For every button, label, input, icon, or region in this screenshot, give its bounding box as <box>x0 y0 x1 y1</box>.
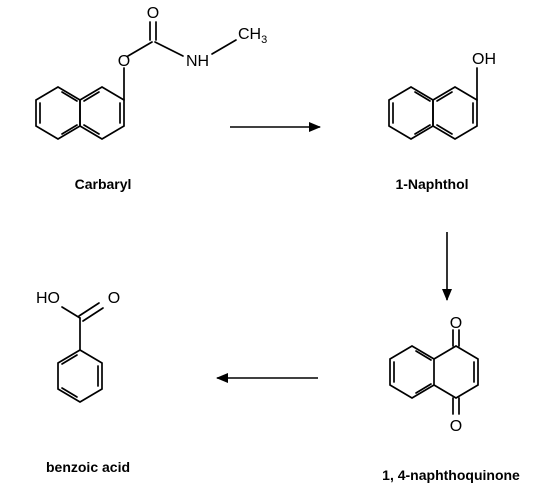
naphthol-label: 1-Naphthol <box>395 176 468 192</box>
benzoic-carbonyl-oxygen: O <box>108 290 120 307</box>
carbaryl-methyl-ch: CH <box>238 26 261 43</box>
benzoic-acid-benzene-ring <box>57 349 103 403</box>
carbaryl-carbonyl-oxygen: O <box>147 5 159 22</box>
carbaryl-nh-group: NH <box>186 53 209 70</box>
carbaryl-n-ch3-bond <box>211 39 237 55</box>
carbaryl-structure: O O NH CH3 <box>35 5 267 140</box>
carbaryl-ester-oxygen: O <box>118 53 130 70</box>
benzoic-c-o-double-bond-b <box>82 307 104 322</box>
carbaryl-c-n-bond <box>154 41 184 57</box>
benzoic-hydroxyl-group: HO <box>36 290 60 307</box>
carbaryl-naphthalene-ring <box>35 86 125 140</box>
naphthoquinone-structure: O O <box>389 315 479 435</box>
naphthoquinone-top-oxygen: O <box>450 315 462 332</box>
naphthol-structure: OH <box>388 51 496 140</box>
benzoic-acid-label: benzoic acid <box>46 459 130 475</box>
benzoic-c-oh-bond <box>61 306 81 319</box>
naphthoquinone-ring-system <box>389 345 479 399</box>
carbaryl-methyl-subscript: 3 <box>261 34 267 46</box>
naphthoquinone-label: 1, 4-naphthoquinone <box>382 467 520 483</box>
naphthol-hydroxyl-group: OH <box>472 51 496 68</box>
carbaryl-label: Carbaryl <box>75 176 132 192</box>
benzoic-acid-structure: HO O <box>36 290 120 403</box>
naphthol-naphthalene-ring <box>388 86 478 140</box>
benzoic-c-o-double-bond-a <box>78 302 100 317</box>
carbaryl-o-c-bond <box>127 41 153 57</box>
naphthoquinone-bottom-oxygen: O <box>450 418 462 435</box>
carbaryl-methyl-group: CH3 <box>238 26 267 46</box>
